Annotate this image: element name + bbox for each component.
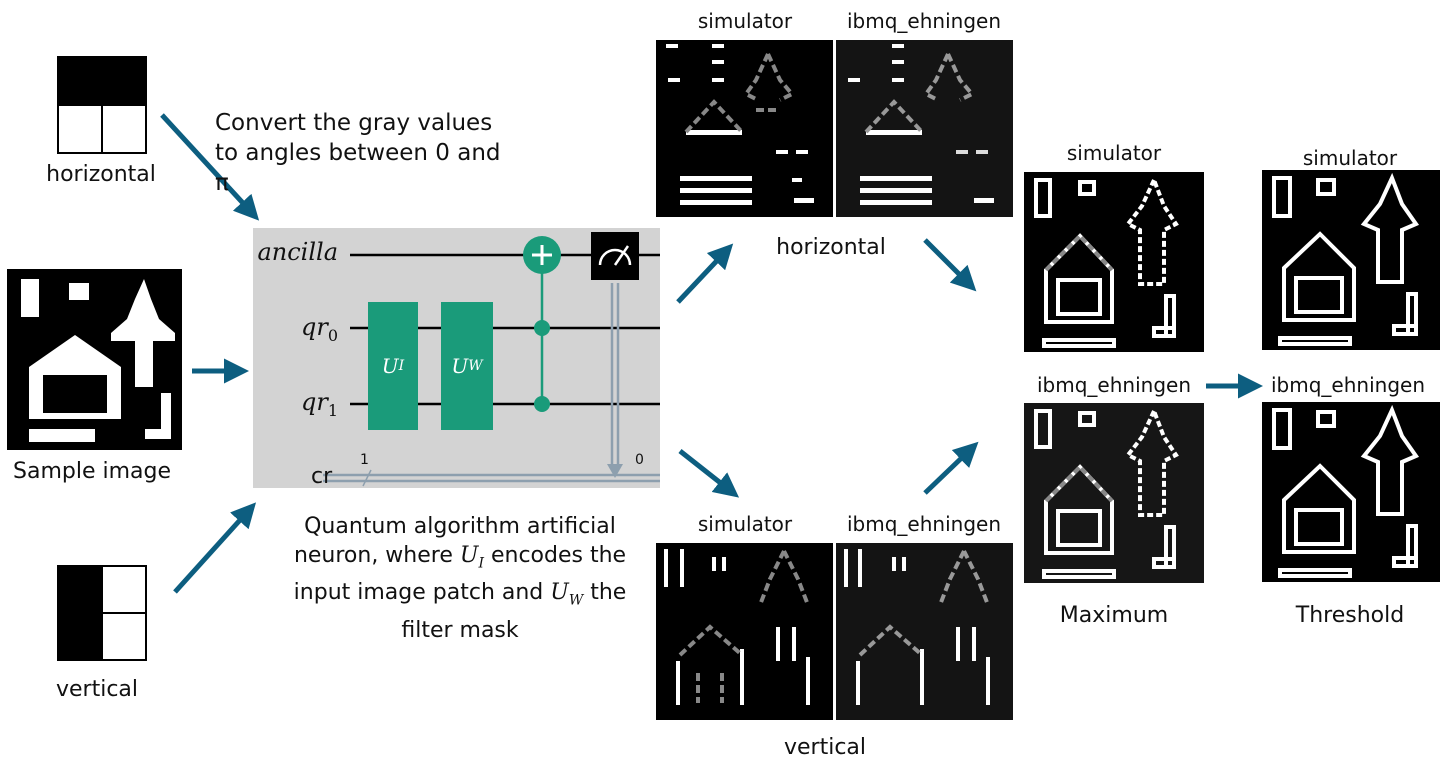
maximum-hardware-image [1024,403,1204,583]
classical-register-label: cr [311,464,333,489]
maximum-hardware-label: ibmq_ehningen [1037,373,1191,397]
qubit-label-qr0: qr0 [300,313,338,345]
horizontal-filter-label: horizontal [46,162,156,187]
horizontal-simulator-label: simulator [697,9,793,33]
threshold-simulator-label: simulator [1302,146,1398,170]
vertical-filter-label: vertical [55,677,139,702]
qubit-label-ancilla: ancilla [257,238,338,266]
arrow-circuit-to-horizontal [676,243,734,304]
convert-instruction: Convert the gray values to angles betwee… [215,110,501,196]
arrow-vertical-to-maximum [923,441,979,495]
circuit-description: Quantum algorithm artificial neuron, whe… [293,514,627,643]
threshold-hardware-image [1262,402,1440,582]
sample-image-label: Sample image [12,459,172,484]
vertical-filter-mask [57,565,147,665]
classical-bit-index: 0 [635,452,644,468]
maximum-simulator-label: simulator [1066,141,1162,165]
circuit-wires [323,232,660,487]
threshold-hardware-label: ibmq_ehningen [1271,373,1425,397]
threshold-simulator-image [1262,170,1440,350]
vertical-hardware-label: ibmq_ehningen [847,512,1001,536]
maximum-simulator-image [1024,172,1204,352]
vertical-group-label: vertical [783,735,867,760]
arrow-horizontal-to-circuit [160,113,260,221]
sample-image [7,269,182,450]
horizontal-filter-mask [57,56,147,158]
classical-register-width: 1 [360,452,369,468]
vertical-simulator-label: simulator [697,512,793,536]
arrow-horizontal-to-maximum [923,238,977,292]
horizontal-simulator-image [656,40,833,217]
horizontal-group-label: horizontal [776,235,886,260]
threshold-label: Threshold [1295,603,1405,628]
vertical-simulator-image [656,543,833,720]
maximum-label: Maximum [1059,603,1169,628]
arrow-vertical-to-circuit [173,502,257,594]
horizontal-hardware-image [836,40,1013,217]
qubit-label-qr1: qr1 [300,388,338,420]
horizontal-hardware-label: ibmq_ehningen [847,9,1001,33]
vertical-hardware-image [836,543,1013,720]
arrow-circuit-to-vertical [678,449,740,498]
